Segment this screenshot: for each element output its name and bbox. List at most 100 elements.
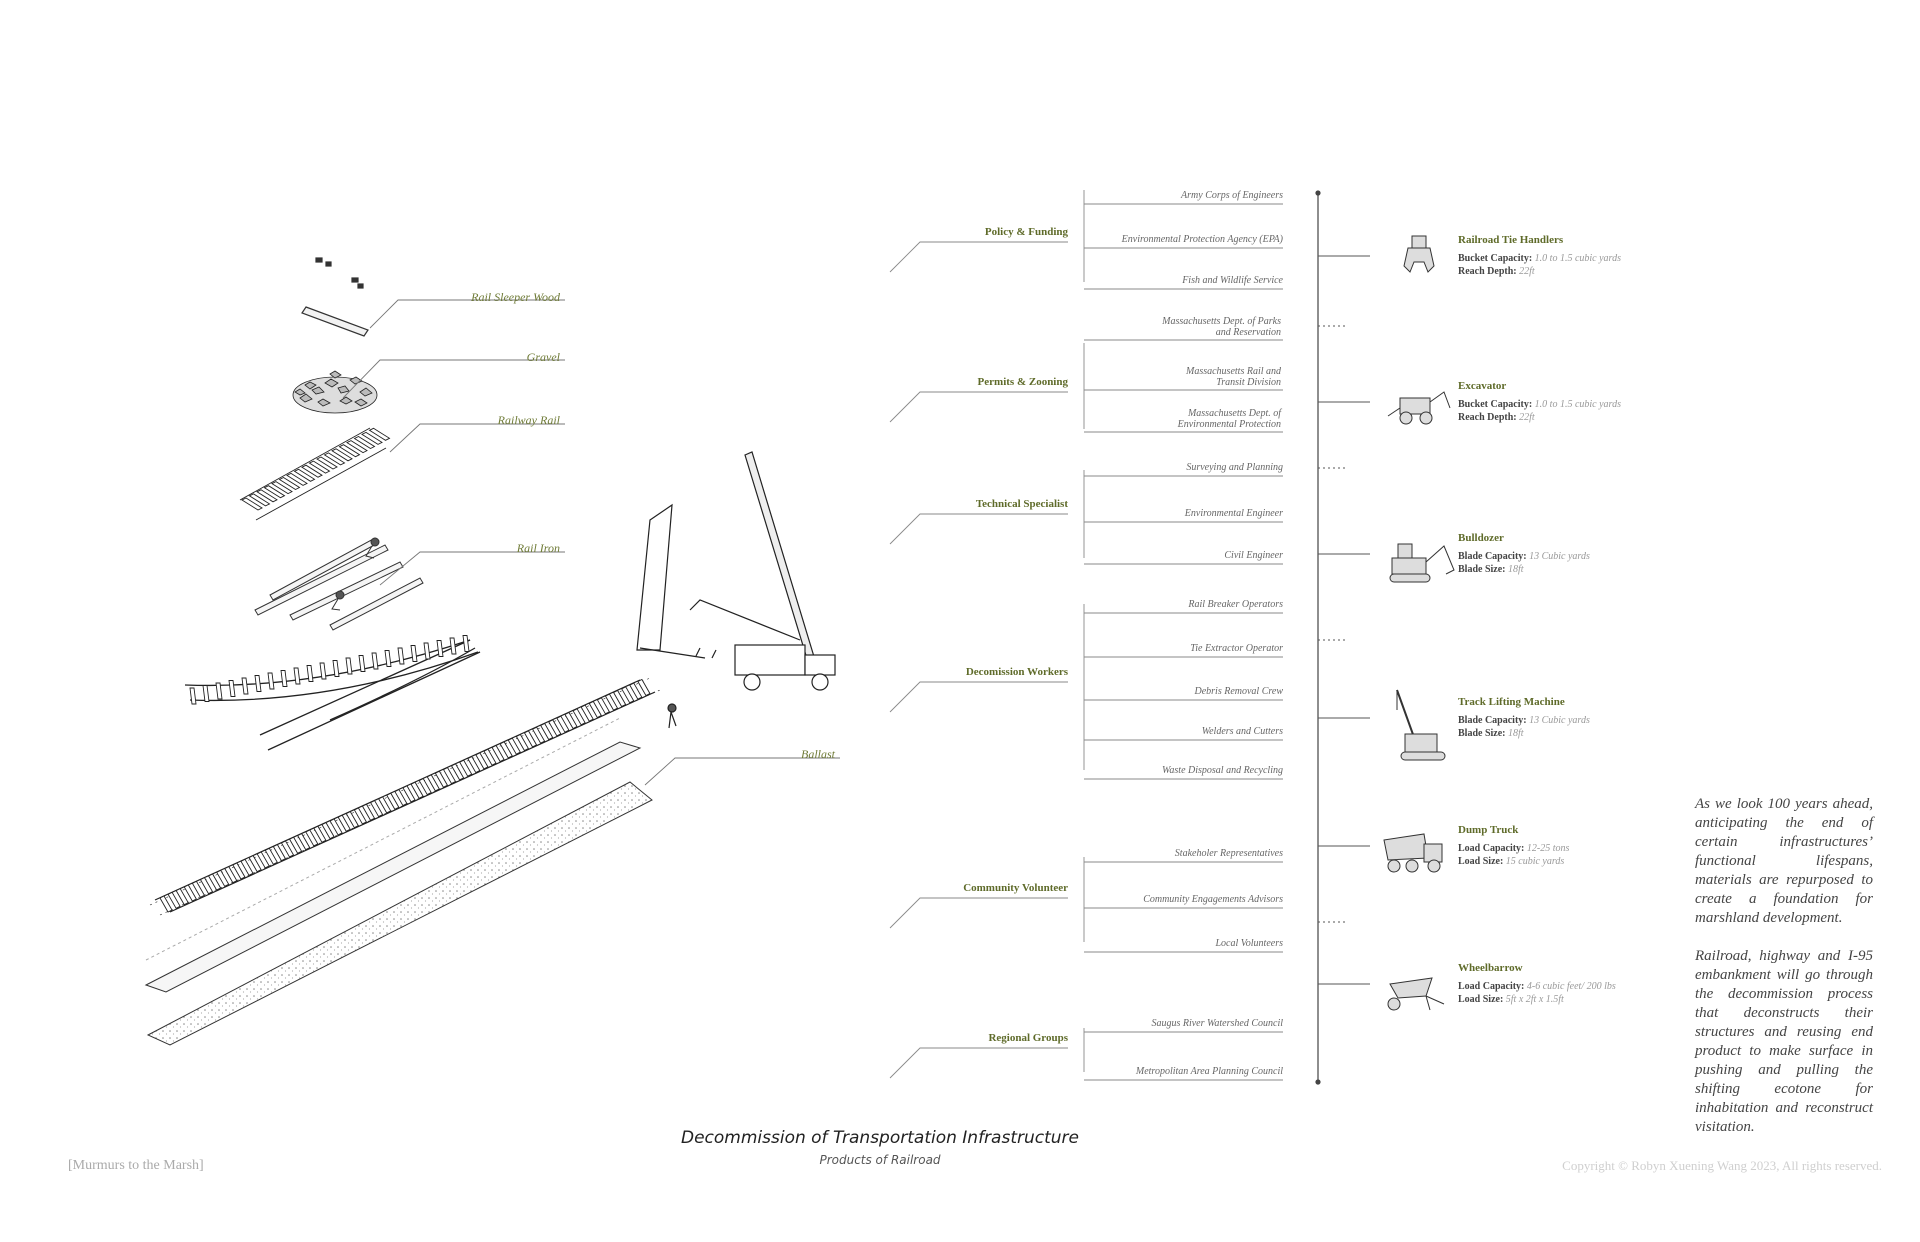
machine-spec: Bucket Capacity: 1.0 to 1.5 cubic yards bbox=[1458, 252, 1621, 266]
switch-tie bbox=[189, 687, 197, 705]
switch-tie bbox=[254, 675, 262, 692]
track-tie bbox=[272, 844, 287, 862]
track-tie bbox=[224, 866, 238, 884]
group-leader bbox=[889, 241, 1068, 273]
rail-switch-drawing bbox=[184, 639, 481, 751]
wheelbarrow-icon bbox=[1387, 977, 1445, 1011]
group-label: Technical Specialist bbox=[975, 498, 1068, 510]
machine-spec: Load Capacity: 4-6 cubic feet/ 200 lbs bbox=[1458, 980, 1616, 994]
group-subitem: Local Volunteers bbox=[1215, 938, 1284, 949]
poster-subtitle: Products of Railroad bbox=[819, 1153, 941, 1167]
rail-sleeper-wood-drawing bbox=[301, 257, 369, 337]
dump-truck-icon bbox=[1383, 833, 1443, 873]
track-tie bbox=[207, 873, 222, 891]
switch-tie bbox=[332, 660, 340, 677]
track-tie bbox=[378, 796, 392, 814]
machine-spec: Load Size: 15 cubic yards bbox=[1458, 855, 1564, 869]
track-tie bbox=[426, 774, 440, 792]
rail-tie bbox=[263, 485, 286, 499]
machine-spec-label: Load Capacity: bbox=[1458, 981, 1525, 992]
part-leaders bbox=[342, 299, 840, 786]
rail-tie bbox=[353, 435, 376, 450]
rail-iron-drawing bbox=[254, 537, 424, 631]
group-leader bbox=[889, 681, 1068, 713]
rail-tie bbox=[271, 481, 293, 495]
switch-tie bbox=[306, 665, 314, 682]
rail-tie bbox=[323, 452, 346, 466]
track-tie bbox=[572, 708, 586, 726]
ballast-drawing bbox=[144, 717, 653, 1046]
machine-spec-value: 22ft bbox=[1519, 412, 1535, 423]
track-tie bbox=[434, 770, 449, 788]
group-subitem: Stakeholer Representatives bbox=[1174, 848, 1283, 859]
group-subitem: Waste Disposal and Recycling bbox=[1161, 765, 1283, 776]
track-tie bbox=[305, 829, 319, 847]
switch-tie bbox=[241, 677, 249, 695]
machine-spec-value: 1.0 to 1.5 cubic yards bbox=[1534, 399, 1621, 410]
track-tie bbox=[288, 836, 303, 854]
track-tie bbox=[483, 748, 497, 766]
track-tie bbox=[402, 785, 416, 803]
machine-spec: Load Size: 5ft x 2ft x 1.5ft bbox=[1458, 993, 1564, 1007]
railway-ties-drawing bbox=[239, 427, 387, 521]
rail-tie bbox=[256, 489, 278, 503]
rail-tie bbox=[278, 476, 301, 491]
track-tie bbox=[418, 777, 432, 796]
rail-tie bbox=[331, 448, 353, 462]
group-leader bbox=[889, 1047, 1068, 1079]
machine-spec: Blade Capacity: 13 Cubic yards bbox=[1458, 714, 1590, 728]
timeline-spine bbox=[1315, 190, 1321, 1085]
track-tie bbox=[637, 678, 651, 697]
track-tie bbox=[459, 759, 473, 777]
rail-tie bbox=[301, 464, 323, 478]
track-tie bbox=[612, 689, 627, 708]
essay: As we look 100 years ahead, anticipating… bbox=[1695, 795, 1873, 1156]
copyright-notice: Copyright © Robyn Xuening Wang 2023, All… bbox=[1562, 1158, 1882, 1173]
rail-tie bbox=[293, 468, 316, 482]
machine-spec-value: 22ft bbox=[1519, 266, 1535, 277]
machine-spec-label: Load Size: bbox=[1458, 994, 1504, 1005]
track-tie bbox=[216, 869, 230, 887]
track-tie bbox=[523, 730, 538, 748]
track-tie bbox=[256, 851, 270, 869]
machine-spec: Bucket Capacity: 1.0 to 1.5 cubic yards bbox=[1458, 398, 1621, 412]
switch-tie bbox=[371, 652, 379, 670]
rail-tie bbox=[286, 472, 308, 486]
track-tie bbox=[621, 686, 635, 704]
part-label-railway-rail: Railway Rail bbox=[497, 413, 560, 427]
machine-spec-label: Reach Depth: bbox=[1458, 266, 1517, 277]
machine-name: Dump Truck bbox=[1458, 824, 1519, 836]
series-label: [Murmurs to the Marsh] bbox=[68, 1158, 204, 1173]
essay-paragraph: As we look 100 years ahead, anticipating… bbox=[1695, 796, 1873, 926]
track-tie bbox=[629, 682, 643, 700]
group-subitem: Rail Breaker Operators bbox=[1188, 599, 1283, 610]
group-subitem: Massachusetts Dept. of Environmental Pro… bbox=[1177, 408, 1281, 430]
machine-spec-value: 18ft bbox=[1508, 728, 1524, 739]
track-tie bbox=[499, 741, 513, 759]
crane-icon bbox=[1396, 689, 1446, 761]
group-subitem: Community Engagements Advisors bbox=[1143, 894, 1283, 905]
machine-spec: Blade Capacity: 13 Cubic yards bbox=[1458, 550, 1590, 564]
track-tie bbox=[467, 755, 481, 774]
track-tie bbox=[410, 781, 424, 799]
track-tie bbox=[280, 840, 295, 858]
group-subitem: Massachusetts Rail and Transit Division bbox=[1186, 366, 1281, 388]
gravel-drawing bbox=[292, 370, 378, 414]
machine-spec-value: 4-6 cubic feet/ 200 lbs bbox=[1526, 981, 1616, 992]
group-subitem: Army Corps of Engineers bbox=[1181, 190, 1283, 201]
group-subitem: Environmental Protection Agency (EPA) bbox=[1121, 234, 1283, 245]
track-tie bbox=[175, 888, 189, 906]
track-tie bbox=[199, 877, 214, 895]
machine-spec-value: 12-25 tons bbox=[1526, 843, 1570, 854]
switch-tie bbox=[423, 642, 431, 660]
machine-spec-value: 13 Cubic yards bbox=[1529, 715, 1590, 726]
rail-tie bbox=[361, 431, 383, 445]
group-subitem: Surveying and Planning bbox=[1186, 462, 1283, 473]
track-ties bbox=[159, 427, 651, 913]
machine-spec: Blade Size: 18ft bbox=[1458, 563, 1524, 577]
part-label-ballast: Ballast bbox=[800, 747, 835, 761]
rail-tie bbox=[368, 427, 391, 441]
track-tie bbox=[297, 833, 311, 851]
track-tie bbox=[191, 880, 206, 898]
part-label-gravel: Gravel bbox=[526, 350, 560, 364]
